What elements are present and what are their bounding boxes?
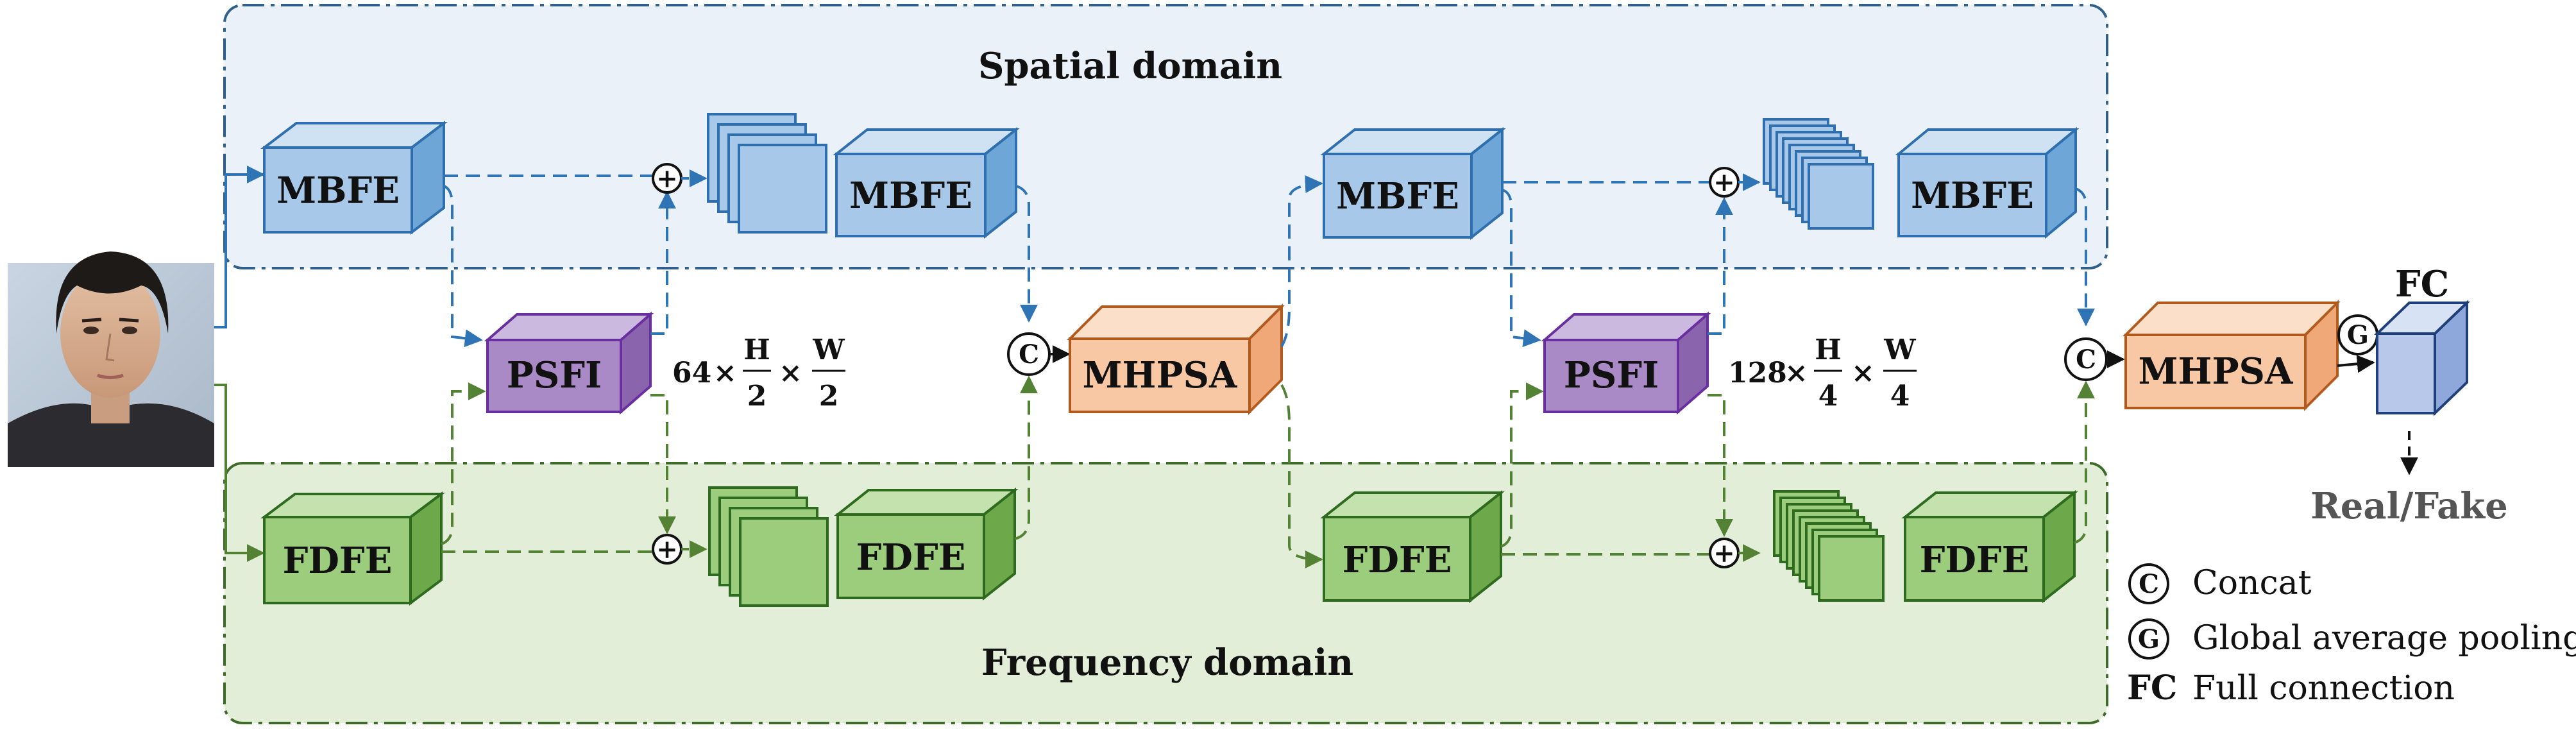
- legend-concat: C Concat: [2128, 563, 2312, 604]
- mhpsa-block-1: MHPSA: [1067, 303, 1285, 415]
- svg-text:+: +: [1713, 538, 1735, 568]
- add-symbol-frequency-1: +: [652, 534, 682, 565]
- psfi-block-1: PSFI: [484, 311, 654, 415]
- svg-text:MHPSA: MHPSA: [2139, 350, 2294, 393]
- svg-text:H: H: [1815, 334, 1842, 366]
- svg-text:Global average pooling: Global average pooling: [2192, 619, 2576, 658]
- svg-text:PSFI: PSFI: [1564, 354, 1659, 396]
- legend-gap: G Global average pooling: [2128, 618, 2576, 660]
- svg-text:×: ×: [1784, 357, 1808, 389]
- feature-stack-frequency-1: [708, 486, 829, 607]
- mbfe-block-4: MBFE: [1895, 126, 2080, 239]
- legend: C Concat G Global average pooling FC Ful…: [2127, 563, 2576, 708]
- input-to-spatial-arrow: [214, 166, 265, 328]
- mhpsa-block-2: MHPSA: [2123, 300, 2341, 411]
- add-symbol-spatial-2: +: [1709, 167, 1740, 198]
- gap-symbol: G: [2337, 314, 2378, 355]
- svg-text:2: 2: [747, 380, 767, 413]
- svg-text:+: +: [1713, 167, 1735, 198]
- fdfe-block-4: FDFE: [1901, 489, 2078, 604]
- fdfe-block-3: FDFE: [1320, 489, 1505, 604]
- svg-text:FC: FC: [2127, 668, 2177, 708]
- svg-text:128: 128: [1728, 357, 1787, 389]
- spatial-domain-region: [223, 4, 2108, 269]
- svg-text:MBFE: MBFE: [1911, 174, 2034, 217]
- feature-dimension-label-2: 128 × H 4 × W 4: [1728, 334, 1917, 413]
- concat-symbol-1: C: [1007, 332, 1051, 376]
- svg-text:64: 64: [672, 357, 711, 389]
- svg-text:PSFI: PSFI: [507, 354, 602, 396]
- spatial-domain-title: Spatial domain: [978, 45, 1282, 87]
- output-label: Real/Fake: [2310, 485, 2508, 527]
- fc-label: FC: [2395, 263, 2449, 305]
- svg-text:4: 4: [1890, 380, 1910, 413]
- svg-text:H: H: [743, 334, 770, 366]
- svg-text:FDFE: FDFE: [283, 540, 393, 582]
- svg-text:G: G: [2347, 320, 2369, 350]
- mbfe-block-1: MBFE: [260, 120, 448, 235]
- svg-text:FDFE: FDFE: [856, 536, 966, 579]
- add-symbol-spatial-1: +: [652, 163, 682, 194]
- svg-text:W: W: [1883, 334, 1916, 366]
- fdfe-block-1: FDFE: [260, 491, 445, 606]
- input-to-frequency-arrow: [214, 384, 265, 562]
- svg-text:+: +: [656, 534, 678, 565]
- svg-text:FDFE: FDFE: [1343, 539, 1452, 581]
- mbfe-block-2: MBFE: [833, 126, 1020, 239]
- svg-text:MBFE: MBFE: [849, 174, 972, 217]
- psfi-block-2: PSFI: [1541, 311, 1711, 415]
- frequency-domain-region: [223, 462, 2108, 724]
- svg-text:+: +: [656, 164, 678, 194]
- svg-text:MBFE: MBFE: [1336, 175, 1459, 217]
- svg-text:×: ×: [1851, 357, 1875, 389]
- svg-text:C: C: [1019, 339, 1039, 370]
- fdfe-block-2: FDFE: [834, 487, 1019, 601]
- feature-stack-frequency-2: [1773, 490, 1885, 602]
- input-face-image: [8, 251, 214, 467]
- svg-text:Full connection: Full connection: [2192, 669, 2455, 708]
- mbfe-block-3: MBFE: [1320, 126, 1506, 241]
- svg-text:4: 4: [1818, 380, 1838, 413]
- concat-symbol-2: C: [2064, 337, 2108, 381]
- svg-text:G: G: [2138, 624, 2160, 654]
- svg-text:C: C: [2076, 345, 2096, 375]
- svg-text:MHPSA: MHPSA: [1083, 354, 1238, 396]
- feature-dimension-label-1: 64 × H 2 × W 2: [672, 334, 845, 413]
- feature-stack-spatial-1: [707, 113, 827, 234]
- svg-text:W: W: [812, 334, 845, 366]
- svg-text:MBFE: MBFE: [276, 169, 400, 212]
- legend-fc: FC Full connection: [2127, 668, 2455, 708]
- svg-text:FDFE: FDFE: [1920, 539, 2029, 581]
- add-symbol-frequency-2: +: [1709, 538, 1740, 568]
- frequency-domain-title: Frequency domain: [981, 642, 1353, 684]
- svg-text:C: C: [2139, 569, 2159, 599]
- svg-text:2: 2: [819, 380, 839, 413]
- svg-text:Concat: Concat: [2192, 564, 2312, 602]
- svg-text:×: ×: [779, 357, 802, 389]
- fc-layer-cube: [2374, 300, 2470, 416]
- svg-text:×: ×: [713, 357, 737, 389]
- feature-stack-spatial-2: [1763, 118, 1874, 230]
